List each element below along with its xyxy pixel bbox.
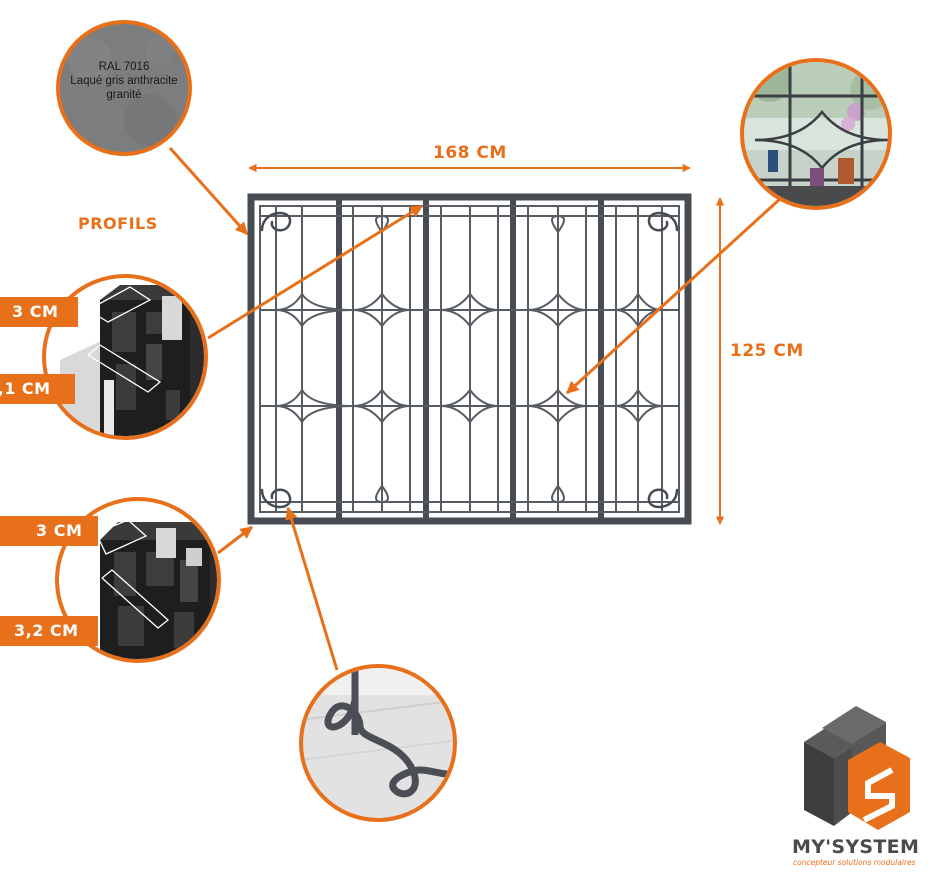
arrow-color-to-frame <box>168 146 249 236</box>
grille-outer-frame <box>247 193 692 525</box>
arrow-profile-bottom-to-frame <box>217 525 254 555</box>
width-label: 168 CM <box>433 143 507 163</box>
profile-top-dim-b: 3,1 CM <box>0 379 51 398</box>
grille-thin-bars <box>260 206 679 512</box>
grille-corner-curls <box>260 211 679 509</box>
curl-detail-circle <box>299 664 457 822</box>
color-swatch-circle <box>56 20 192 156</box>
height-label: 125 CM <box>730 341 804 361</box>
brand-tagline: concepteur solutions modulaires <box>793 858 916 867</box>
arrow-profile-top-to-bar <box>207 204 424 340</box>
color-code: RAL 7016 <box>98 61 150 73</box>
arrow-curl-to-corner <box>285 506 339 671</box>
brand-name: MY'SYSTEM <box>792 836 920 858</box>
grille-panel-dividers <box>336 197 604 521</box>
window-grille <box>247 193 692 525</box>
window-photo-circle <box>740 58 892 210</box>
profile-top-dim-a: 3 CM <box>12 302 59 321</box>
profile-dimension-tags <box>0 297 98 646</box>
profile-bottom-dim-b: 3,2 CM <box>14 621 79 640</box>
color-swatch-text: RAL 7016 Laqué gris anthracite granité <box>58 60 190 102</box>
color-texture: granité <box>106 89 142 101</box>
color-finish: Laqué gris anthracite <box>70 75 178 87</box>
profiles-title: PROFILS <box>78 214 158 233</box>
arrow-photo-to-diamond <box>565 196 783 395</box>
grille-diamond-ornaments <box>275 215 663 503</box>
brand-logo-mark <box>804 706 910 830</box>
callout-arrows <box>168 146 783 671</box>
profile-bottom-dim-a: 3 CM <box>36 521 83 540</box>
